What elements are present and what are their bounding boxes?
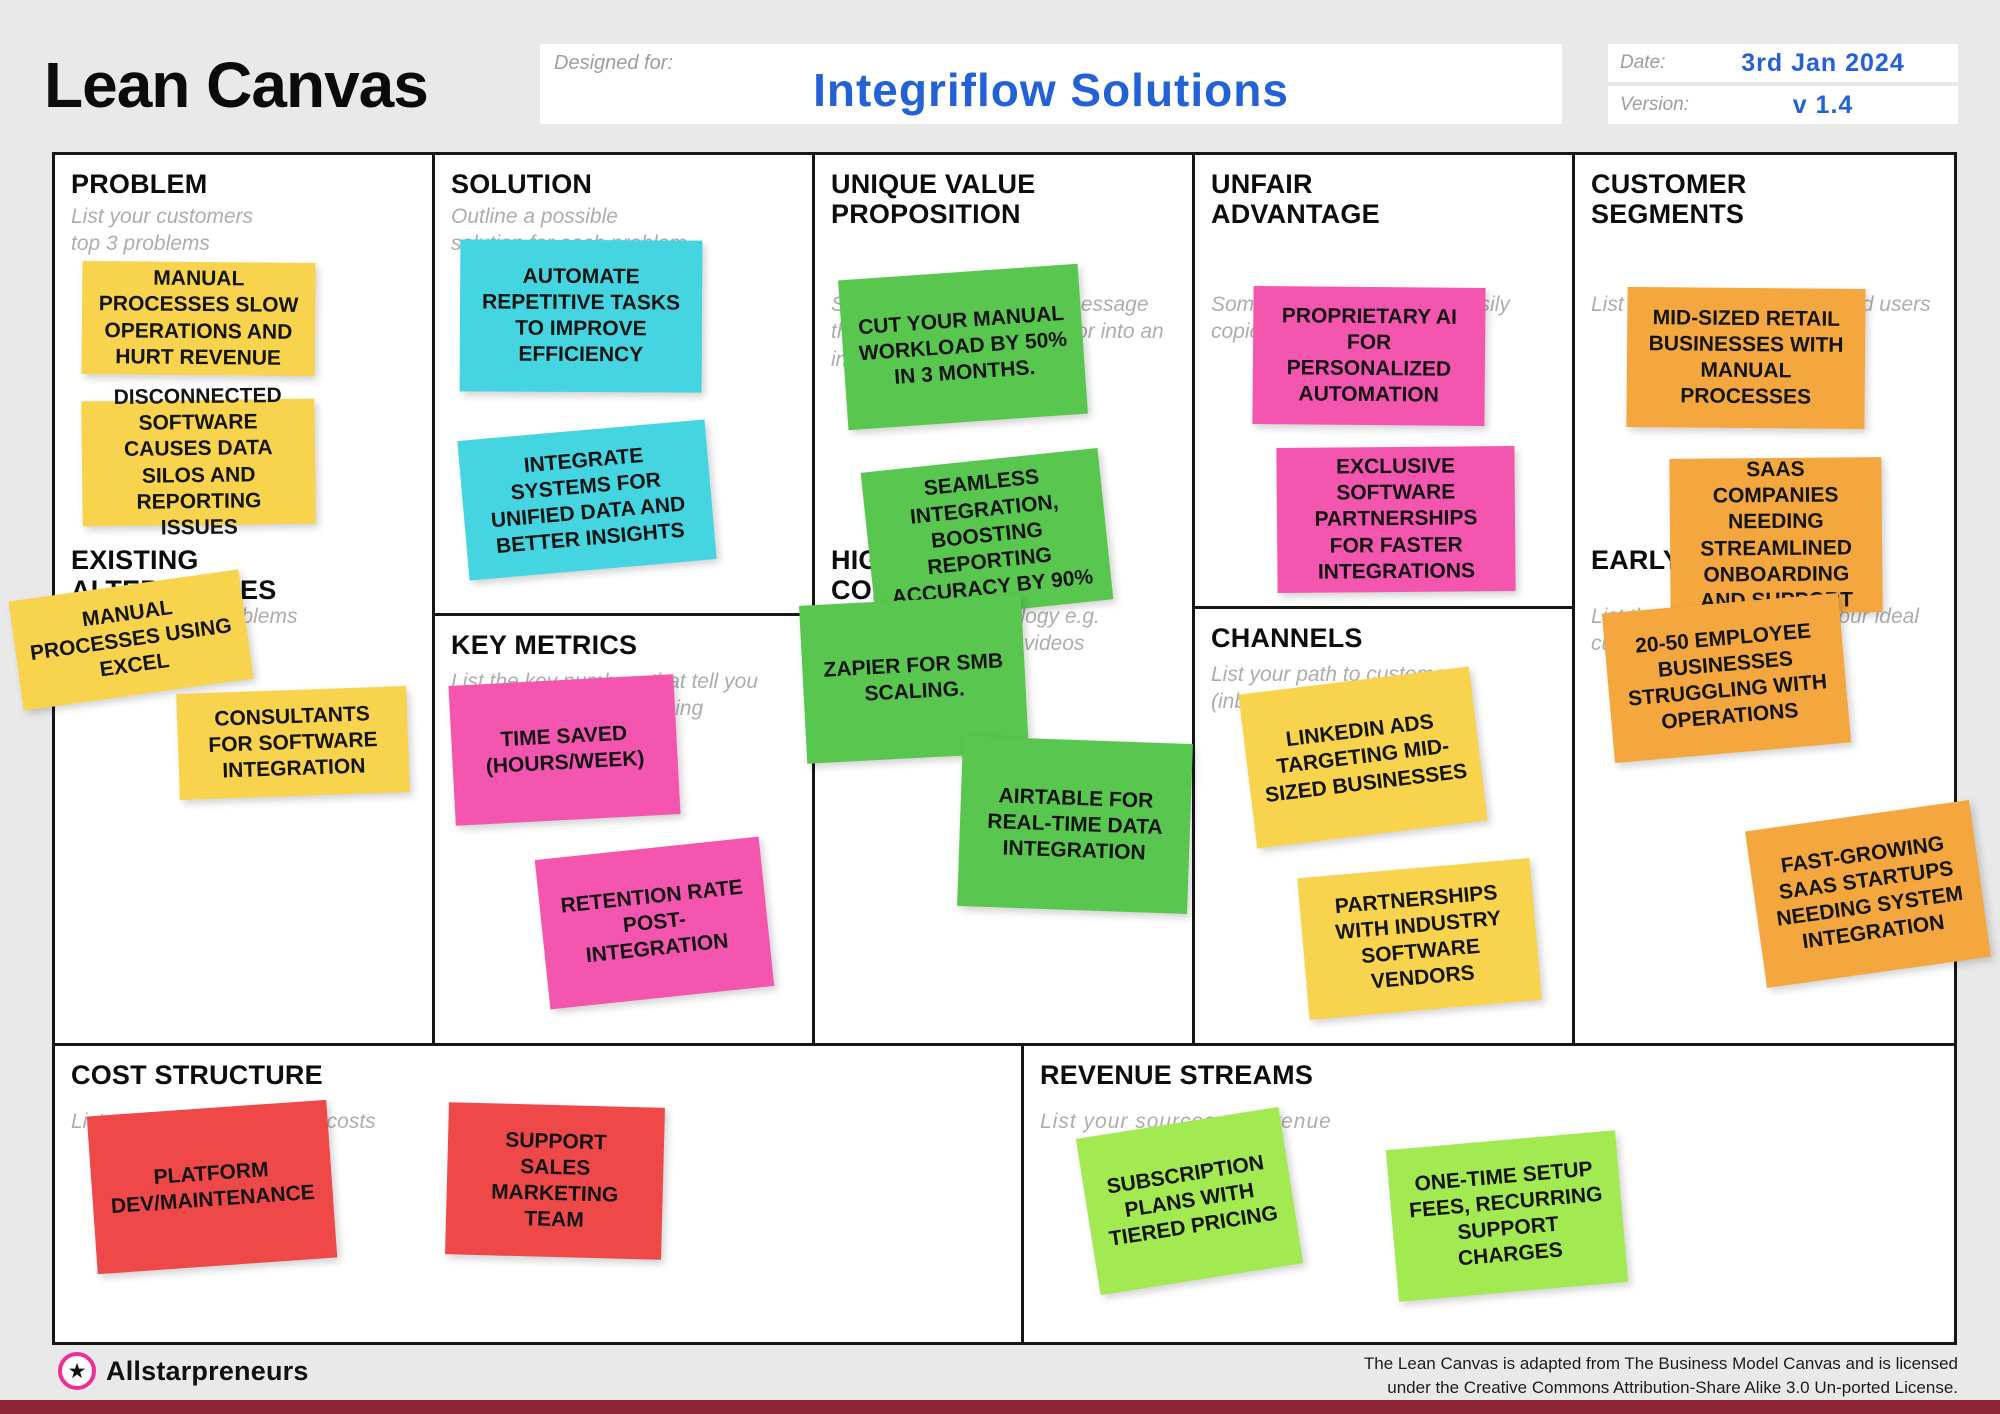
sticky-note-early-adopters-1[interactable]: 20-50 EMPLOYEE BUSINESSES STRUGGLING WIT…	[1601, 592, 1852, 764]
logo-star-icon: ★	[58, 1352, 96, 1390]
sticky-note-unfair-advantage-2[interactable]: EXCLUSIVE SOFTWARE PARTNERSHIPS FOR FAST…	[1276, 445, 1516, 594]
designed-for-value[interactable]: Integriflow Solutions	[813, 64, 1289, 116]
sticky-note-high-level-concept-2[interactable]: AIRTABLE FOR REAL-TIME DATA INTEGRATION	[957, 736, 1193, 914]
star-glyph: ★	[67, 1359, 87, 1383]
designed-for-label: Designed for:	[554, 52, 673, 74]
grid-line	[432, 613, 815, 616]
section-title-unfair-advantage: UNFAIR ADVANTAGE	[1211, 169, 1380, 230]
sticky-note-cost-structure-2[interactable]: SUPPORT SALES MARKETING TEAM	[445, 1102, 665, 1260]
grid-line	[1572, 155, 1575, 1043]
sticky-note-uvp-1[interactable]: CUT YOUR MANUAL WORKLOAD BY 50% IN 3 MON…	[838, 263, 1088, 431]
page-title: Lean Canvas	[44, 49, 429, 121]
version-value[interactable]: v 1.4	[1792, 90, 1854, 119]
sticky-note-solution-1[interactable]: AUTOMATE REPETITIVE TASKS TO IMPROVE EFF…	[459, 239, 703, 393]
sticky-note-revenue-streams-1[interactable]: SUBSCRIPTION PLANS WITH TIERED PRICING	[1075, 1106, 1304, 1296]
license-text: The Lean Canvas is adapted from The Busi…	[1364, 1352, 1958, 1400]
date-field: Date: 3rd Jan 2024	[1608, 44, 1958, 82]
grid-line	[1192, 155, 1195, 1043]
sticky-note-solution-2[interactable]: INTEGRATE SYSTEMS FOR UNIFIED DATA AND B…	[457, 419, 717, 581]
sticky-note-channels-2[interactable]: PARTNERSHIPS WITH INDUSTRY SOFTWARE VEND…	[1297, 858, 1542, 1020]
sticky-note-existing-alternatives-2[interactable]: CONSULTANTS FOR SOFTWARE INTEGRATION	[176, 686, 410, 800]
logo-text: Allstarpreneurs	[106, 1355, 309, 1386]
grid-line	[1192, 606, 1575, 609]
sticky-note-key-metrics-2[interactable]: RETENTION RATE POST-INTEGRATION	[534, 836, 775, 1010]
grid-line	[812, 155, 815, 1043]
section-title-problem: PROBLEM	[71, 169, 208, 199]
sticky-note-unfair-advantage-1[interactable]: PROPRIETARY AI FOR PERSONALIZED AUTOMATI…	[1252, 285, 1486, 427]
sticky-note-problem-1[interactable]: MANUAL PROCESSES SLOW OPERATIONS AND HUR…	[81, 260, 316, 377]
section-title-revenue-streams: REVENUE STREAMS	[1040, 1060, 1314, 1090]
grid-line	[55, 1043, 1954, 1046]
date-value[interactable]: 3rd Jan 2024	[1741, 48, 1905, 77]
sticky-note-early-adopters-2[interactable]: FAST-GROWING SAAS STARTUPS NEEDING SYSTE…	[1745, 800, 1991, 988]
section-title-cost-structure: COST STRUCTURE	[71, 1060, 323, 1090]
grid-line	[432, 155, 435, 1043]
sticky-note-customer-segments-1[interactable]: MID-SIZED RETAIL BUSINESSES WITH MANUAL …	[1626, 286, 1866, 430]
placeholder-problem: List your customers top 3 problems	[71, 205, 254, 256]
section-title-key-metrics: KEY METRICS	[451, 630, 638, 660]
allstarpreneurs-logo: ★ Allstarpreneurs	[58, 1352, 309, 1390]
sticky-note-key-metrics-1[interactable]: TIME SAVED (HOURS/WEEK)	[448, 674, 681, 826]
section-title-customer-segments: CUSTOMER SEGMENTS	[1591, 169, 1747, 230]
grid-line	[1021, 1043, 1024, 1342]
license-line-2: under the Creative Commons Attribution-S…	[1387, 1377, 1958, 1397]
version-field: Version: v 1.4	[1608, 86, 1958, 124]
license-line-1: The Lean Canvas is adapted from The Busi…	[1363, 1354, 1958, 1373]
bottom-accent-bar	[0, 1400, 2000, 1414]
version-label: Version:	[1620, 94, 1689, 115]
section-title-unique-value-proposition: UNIQUE VALUE PROPOSITION	[831, 169, 1036, 230]
date-label: Date:	[1620, 52, 1666, 73]
section-title-solution: SOLUTION	[451, 169, 593, 199]
designed-for-field: Designed for: Integriflow Solutions	[540, 44, 1562, 124]
sticky-note-cost-structure-1[interactable]: PLATFORM DEV/MAINTENANCE	[86, 1099, 338, 1275]
section-title-channels: CHANNELS	[1211, 623, 1363, 653]
sticky-note-problem-2[interactable]: DISCONNECTED SOFTWARE CAUSES DATA SILOS …	[81, 384, 316, 539]
sticky-note-channels-1[interactable]: LINKEDIN ADS TARGETING MID-SIZED BUSINES…	[1238, 666, 1488, 849]
sticky-note-customer-segments-2[interactable]: SAAS COMPANIES NEEDING STREAMLINED ONBOA…	[1669, 457, 1883, 614]
sticky-note-revenue-streams-2[interactable]: ONE-TIME SETUP FEES, RECURRING SUPPORT C…	[1385, 1130, 1629, 1302]
canvas-grid: PROBLEM List your customers top 3 proble…	[8, 152, 1991, 1345]
